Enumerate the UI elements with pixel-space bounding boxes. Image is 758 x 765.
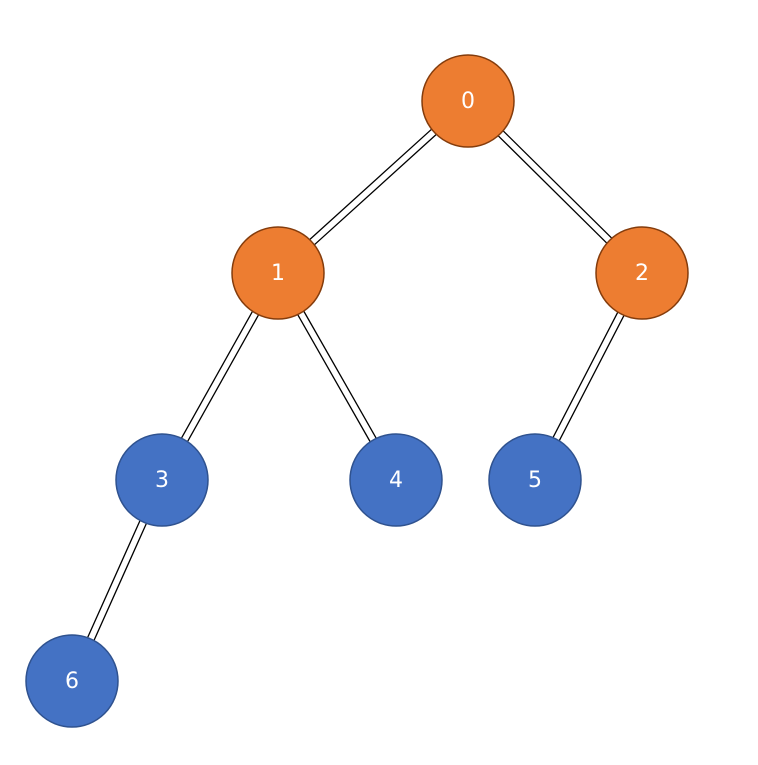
edge-line (557, 313, 626, 443)
nodes-layer: 0 1 2 3 4 5 6 (25, 54, 689, 728)
node-2: 2 (595, 226, 689, 320)
node-label: 3 (155, 468, 169, 493)
edge-line (302, 309, 378, 441)
edge-0-1 (307, 127, 439, 247)
node-1: 1 (231, 226, 325, 320)
edge-line (501, 128, 614, 241)
edge-3-6 (86, 518, 148, 643)
node-label: 1 (271, 261, 285, 286)
edge-line (551, 310, 620, 440)
node-5: 5 (488, 433, 582, 527)
node-circle (231, 226, 325, 320)
node-3: 3 (115, 433, 209, 527)
node-6: 6 (25, 634, 119, 728)
node-label: 6 (65, 669, 79, 694)
edge-1-3 (179, 309, 261, 444)
node-circle (349, 433, 443, 527)
edge-line (86, 518, 142, 640)
node-circle (115, 433, 209, 527)
node-circle (25, 634, 119, 728)
edge-0-2 (496, 128, 614, 246)
edge-1-4 (296, 309, 378, 444)
edges-layer (86, 127, 626, 643)
node-label: 2 (635, 261, 649, 286)
edge-line (312, 132, 439, 247)
edge-line (307, 127, 434, 242)
edge-2-5 (551, 310, 626, 443)
edge-line (92, 521, 148, 643)
node-circle (488, 433, 582, 527)
edge-line (496, 133, 609, 246)
node-label: 5 (528, 468, 542, 493)
node-circle (421, 54, 515, 148)
node-0: 0 (421, 54, 515, 148)
edge-line (296, 312, 372, 444)
node-label: 4 (389, 468, 403, 493)
node-4: 4 (349, 433, 443, 527)
node-label: 0 (461, 89, 475, 114)
edge-line (185, 312, 261, 444)
edge-line (179, 309, 255, 441)
node-circle (595, 226, 689, 320)
